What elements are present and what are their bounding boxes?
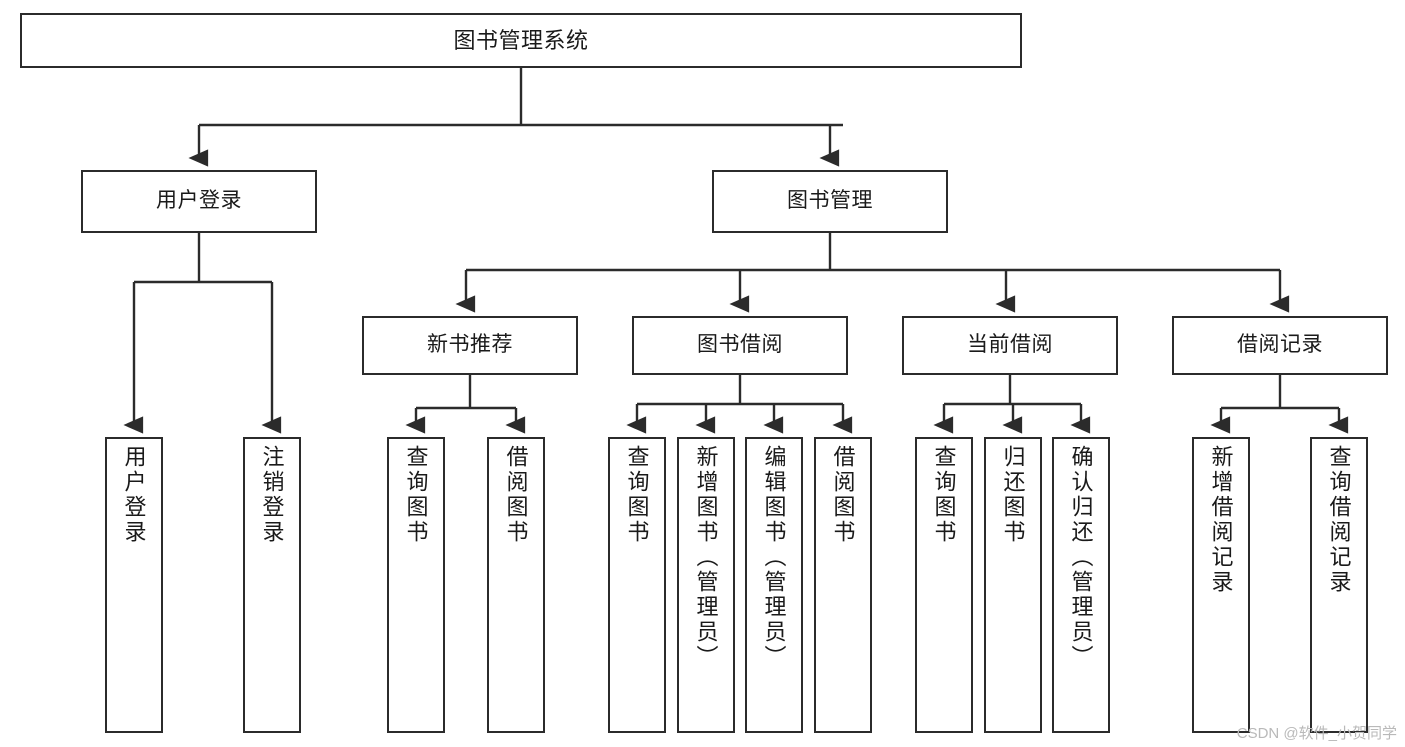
node-leaf-borrow-query[interactable]: 查询图书 bbox=[608, 437, 666, 733]
node-book-borrow[interactable]: 图书借阅 bbox=[632, 316, 848, 375]
node-leaf-rec-borrow[interactable]: 借阅图书 bbox=[487, 437, 545, 733]
node-leaf-user-login[interactable]: 用户登录 bbox=[105, 437, 163, 733]
node-new-book-rec[interactable]: 新书推荐 bbox=[362, 316, 578, 375]
node-leaf-cur-confirm-label: 确认归还（管理员） bbox=[1068, 445, 1094, 670]
node-leaf-rec-add[interactable]: 新增借阅记录 bbox=[1192, 437, 1250, 733]
node-leaf-rec-query2[interactable]: 查询借阅记录 bbox=[1310, 437, 1368, 733]
node-borrow-record-label: 借阅记录 bbox=[1237, 333, 1323, 357]
node-root-label: 图书管理系统 bbox=[453, 27, 589, 53]
node-book-borrow-label: 图书借阅 bbox=[697, 333, 783, 357]
node-leaf-borrow-add[interactable]: 新增图书（管理员） bbox=[677, 437, 735, 733]
node-leaf-borrow-add-label: 新增图书（管理员） bbox=[693, 445, 719, 670]
node-root[interactable]: 图书管理系统 bbox=[20, 13, 1022, 68]
node-leaf-borrow-edit-label: 编辑图书（管理员） bbox=[761, 445, 787, 670]
node-leaf-cur-confirm[interactable]: 确认归还（管理员） bbox=[1052, 437, 1110, 733]
node-leaf-rec-query-label: 查询图书 bbox=[403, 445, 429, 545]
node-leaf-rec-borrow-label: 借阅图书 bbox=[503, 445, 529, 545]
node-current-borrow[interactable]: 当前借阅 bbox=[902, 316, 1118, 375]
node-book-manage-label: 图书管理 bbox=[787, 189, 873, 213]
node-current-borrow-label: 当前借阅 bbox=[967, 333, 1053, 357]
node-borrow-record[interactable]: 借阅记录 bbox=[1172, 316, 1388, 375]
node-leaf-borrow-do-label: 借阅图书 bbox=[830, 445, 856, 545]
node-leaf-user-login-label: 用户登录 bbox=[121, 445, 147, 545]
node-leaf-cur-query-label: 查询图书 bbox=[931, 445, 957, 545]
node-leaf-rec-query2-label: 查询借阅记录 bbox=[1326, 445, 1352, 595]
node-leaf-borrow-do[interactable]: 借阅图书 bbox=[814, 437, 872, 733]
node-new-book-rec-label: 新书推荐 bbox=[427, 333, 513, 357]
node-user-login-label: 用户登录 bbox=[156, 189, 242, 213]
node-leaf-cur-query[interactable]: 查询图书 bbox=[915, 437, 973, 733]
node-user-login[interactable]: 用户登录 bbox=[81, 170, 317, 233]
node-leaf-user-logout-label: 注销登录 bbox=[259, 445, 285, 545]
node-leaf-borrow-query-label: 查询图书 bbox=[624, 445, 650, 545]
csdn-watermark: CSDN @软件_小贺同学 bbox=[1236, 725, 1397, 742]
node-leaf-cur-return-label: 归还图书 bbox=[1000, 445, 1026, 545]
node-book-manage[interactable]: 图书管理 bbox=[712, 170, 948, 233]
node-leaf-user-logout[interactable]: 注销登录 bbox=[243, 437, 301, 733]
node-leaf-rec-query[interactable]: 查询图书 bbox=[387, 437, 445, 733]
node-leaf-cur-return[interactable]: 归还图书 bbox=[984, 437, 1042, 733]
node-leaf-rec-add-label: 新增借阅记录 bbox=[1208, 445, 1234, 595]
node-leaf-borrow-edit[interactable]: 编辑图书（管理员） bbox=[745, 437, 803, 733]
